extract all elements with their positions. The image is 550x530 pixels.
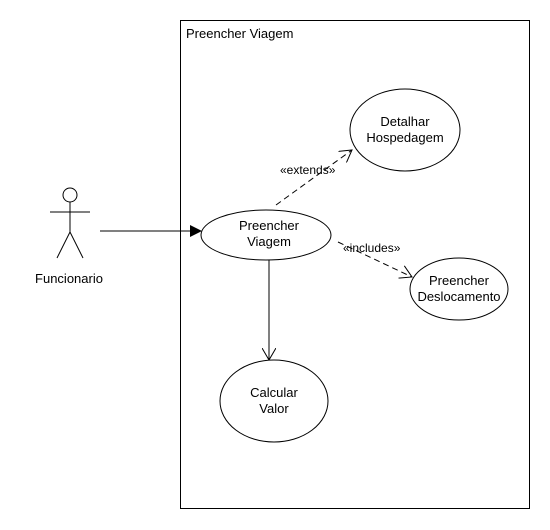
- use-case-detalhar-hospedagem-line2: Hospedagem: [366, 130, 443, 145]
- use-case-preencher-deslocamento-line2: Deslocamento: [417, 289, 500, 304]
- use-case-calcular-valor-line1: Calcular: [250, 385, 298, 400]
- includes-arrow: [337, 241, 412, 277]
- actor-label: Funcionario: [35, 271, 103, 286]
- use-case-preencher-deslocamento: Preencher Deslocamento: [409, 257, 509, 321]
- use-case-preencher-viagem-line1: Preencher: [239, 218, 300, 233]
- use-case-calcular-valor-line2: Valor: [259, 401, 289, 416]
- use-case-calcular-valor: Calcular Valor: [219, 359, 329, 443]
- system-boundary-title: Preencher Viagem: [186, 26, 293, 41]
- use-case-detalhar-hospedagem: Detalhar Hospedagem: [349, 88, 461, 172]
- use-case-preencher-viagem-line2: Viagem: [247, 234, 291, 249]
- use-case-preencher-deslocamento-line1: Preencher: [429, 273, 490, 288]
- actor-stick-figure-icon: [50, 187, 90, 259]
- includes-label: «includes»: [343, 241, 401, 255]
- extends-label: «extends»: [280, 163, 336, 177]
- use-case-detalhar-hospedagem-line1: Detalhar: [380, 114, 430, 129]
- use-case-preencher-viagem: Preencher Viagem: [200, 209, 332, 261]
- extends-arrow: [275, 150, 352, 206]
